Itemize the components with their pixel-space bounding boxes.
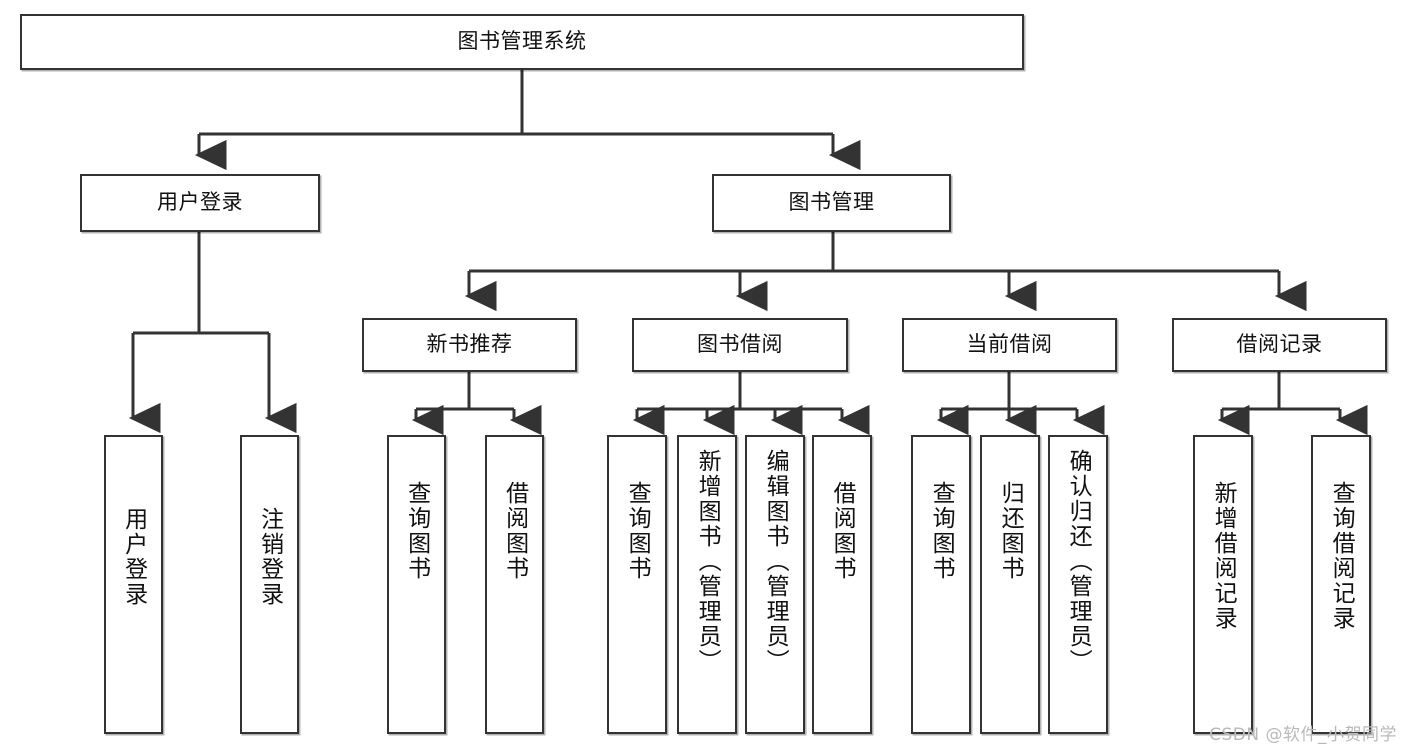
leaf-label: 用户登录 xyxy=(120,507,147,607)
node-book-management[interactable]: 图书管理 xyxy=(712,174,951,232)
leaf-current-return-book[interactable]: 归还图书 xyxy=(980,435,1040,734)
node-label: 借阅记录 xyxy=(1236,332,1323,357)
leaf-label: 确认归还（管理员） xyxy=(1065,449,1092,674)
leaf-label: 查询图书 xyxy=(928,481,955,581)
leaf-label: 查询借阅记录 xyxy=(1328,481,1355,631)
leaf-current-query-book[interactable]: 查询图书 xyxy=(911,435,971,734)
node-new-book-recommend[interactable]: 新书推荐 xyxy=(362,318,577,372)
leaf-label: 注销登录 xyxy=(256,507,283,607)
leaf-recommend-query-book[interactable]: 查询图书 xyxy=(387,435,446,734)
leaf-label: 归还图书 xyxy=(997,481,1024,581)
leaf-user-login-logout[interactable]: 注销登录 xyxy=(240,435,299,734)
node-label: 新书推荐 xyxy=(426,332,513,357)
leaf-record-query-record[interactable]: 查询借阅记录 xyxy=(1311,435,1371,734)
leaf-recommend-borrow-book[interactable]: 借阅图书 xyxy=(485,435,544,734)
leaf-borrow-query-book[interactable]: 查询图书 xyxy=(607,435,667,734)
leaf-label: 借阅图书 xyxy=(501,481,528,581)
node-label: 图书管理 xyxy=(788,190,875,215)
leaf-current-confirm-return-admin[interactable]: 确认归还（管理员） xyxy=(1048,435,1108,734)
leaf-label: 查询图书 xyxy=(403,481,430,581)
node-label: 当前借阅 xyxy=(966,332,1053,357)
leaf-borrow-add-book-admin[interactable]: 新增图书（管理员） xyxy=(677,435,737,734)
leaf-label: 编辑图书（管理员） xyxy=(762,449,789,674)
node-user-login[interactable]: 用户登录 xyxy=(80,174,320,232)
leaf-label: 借阅图书 xyxy=(829,481,856,581)
leaf-user-login-login[interactable]: 用户登录 xyxy=(104,435,163,734)
node-book-borrow[interactable]: 图书借阅 xyxy=(632,318,848,372)
leaf-label: 查询图书 xyxy=(624,481,651,581)
node-root-system[interactable]: 图书管理系统 xyxy=(20,14,1024,70)
node-borrow-record[interactable]: 借阅记录 xyxy=(1172,318,1387,372)
node-label: 用户登录 xyxy=(157,190,243,215)
leaf-borrow-borrow-book[interactable]: 借阅图书 xyxy=(812,435,872,734)
node-current-borrow[interactable]: 当前借阅 xyxy=(902,318,1117,372)
leaf-label: 新增图书（管理员） xyxy=(694,449,721,674)
leaf-label: 新增借阅记录 xyxy=(1210,481,1237,631)
node-label: 图书管理系统 xyxy=(457,29,587,54)
leaf-borrow-edit-book-admin[interactable]: 编辑图书（管理员） xyxy=(745,435,805,734)
watermark: CSDN @软件_小贺同学 xyxy=(1209,725,1397,745)
node-label: 图书借阅 xyxy=(697,332,783,357)
leaf-record-add-record[interactable]: 新增借阅记录 xyxy=(1193,435,1253,734)
